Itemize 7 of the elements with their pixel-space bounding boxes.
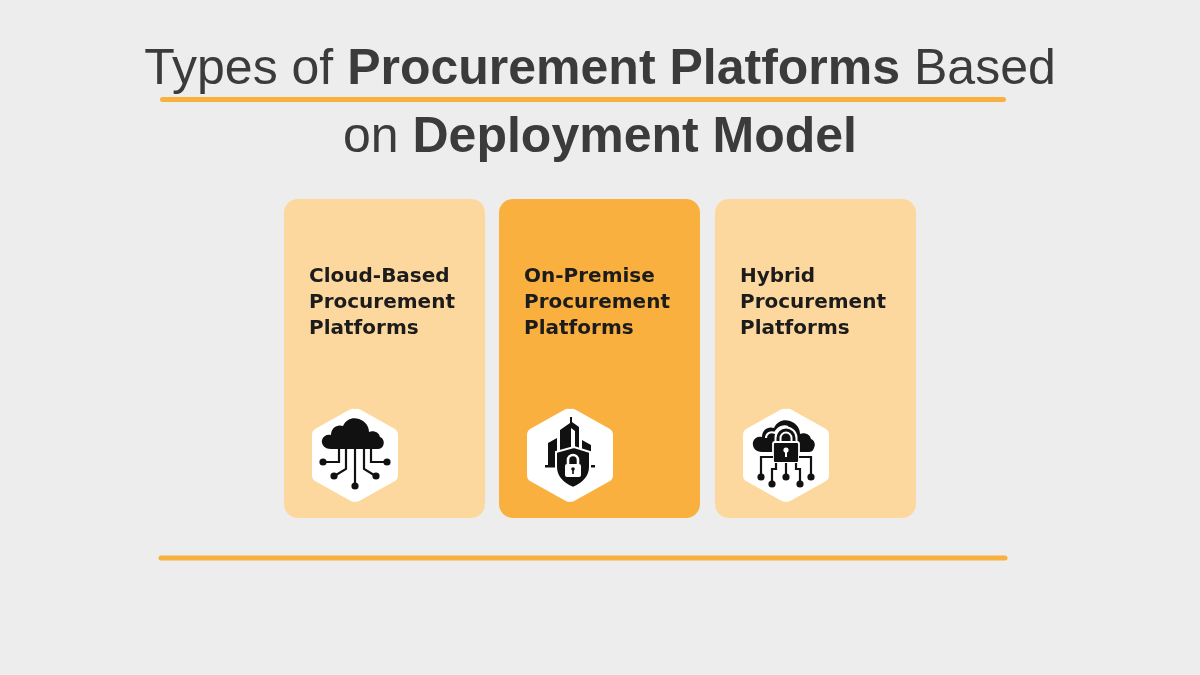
underlined-title: Types of Procurement Platforms Based on Deployment Model xyxy=(130,33,1070,169)
card-title: Cloud-Based Procurement Platforms xyxy=(309,262,456,340)
category-card xyxy=(499,199,700,518)
category-card xyxy=(715,199,916,518)
card-title: Hybrid Procurement Platforms xyxy=(740,262,887,340)
card-title: On-Premise Procurement Platforms xyxy=(524,262,671,340)
category-card xyxy=(284,199,485,518)
